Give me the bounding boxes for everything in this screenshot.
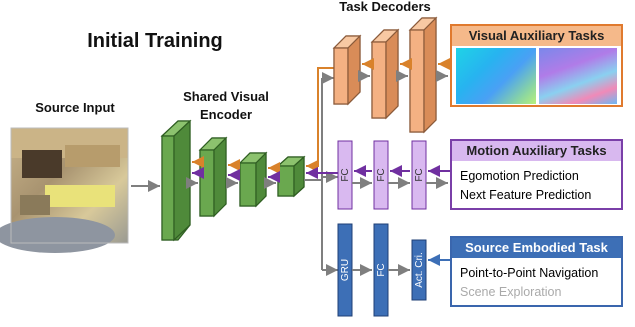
decoder-label: Task Decoders [339, 0, 431, 14]
encoder-purple-arrows [192, 167, 280, 183]
embodied-task-item: Point-to-Point Navigation [460, 266, 599, 280]
decoder-block-2 [370, 28, 400, 120]
source-input-label: Source Input [35, 100, 115, 115]
motion-fc-2 [373, 140, 389, 210]
source-image [0, 127, 129, 253]
surface-normal-image [539, 48, 617, 104]
decoder-block-3 [408, 16, 438, 134]
task-decoders [332, 16, 438, 134]
motion-fc-3 [411, 140, 427, 210]
motion-fc-1 [337, 140, 353, 210]
encoder-blocks [160, 119, 306, 242]
encoder-block-3 [238, 151, 268, 208]
actor-critic-layer [411, 239, 427, 301]
embodied-task-header: Source Embodied Task [452, 238, 621, 258]
depth-map-image [456, 48, 536, 104]
motion-fc-2-label: FC [376, 168, 387, 181]
motion-fc-3-label: FC [414, 168, 425, 181]
encoder-block-1 [160, 119, 192, 242]
visual-tasks-header: Visual Auxiliary Tasks [452, 26, 621, 46]
embodied-task-box: Source Embodied Task Point-to-Point Navi… [450, 236, 623, 307]
embodied-fc-label: FC [376, 263, 387, 276]
motion-fc-layers [337, 140, 427, 210]
visual-tasks-box: Visual Auxiliary Tasks [450, 24, 623, 107]
motion-fc-1-label: FC [340, 168, 351, 181]
motion-task-item: Next Feature Prediction [460, 188, 592, 202]
page-title: Initial Training [87, 30, 223, 52]
motion-task-item: Egomotion Prediction [460, 169, 579, 183]
embodied-task-item: Scene Exploration [460, 285, 562, 299]
encoder-block-4 [276, 155, 306, 198]
visual-task-thumbnails [452, 46, 621, 106]
actor-critic-label: Act. Cri. [414, 252, 425, 288]
orange-return [306, 67, 334, 172]
encoder-block-2 [198, 136, 228, 218]
decoder-block-1 [332, 34, 362, 106]
encoder-orange-arrows [192, 156, 280, 174]
gru-label: GRU [340, 259, 351, 281]
motion-tasks-header: Motion Auxiliary Tasks [452, 141, 621, 161]
motion-tasks-box: Motion Auxiliary Tasks Egomotion Predict… [450, 139, 623, 210]
encoder-label: Shared Visual Encoder [183, 89, 269, 122]
